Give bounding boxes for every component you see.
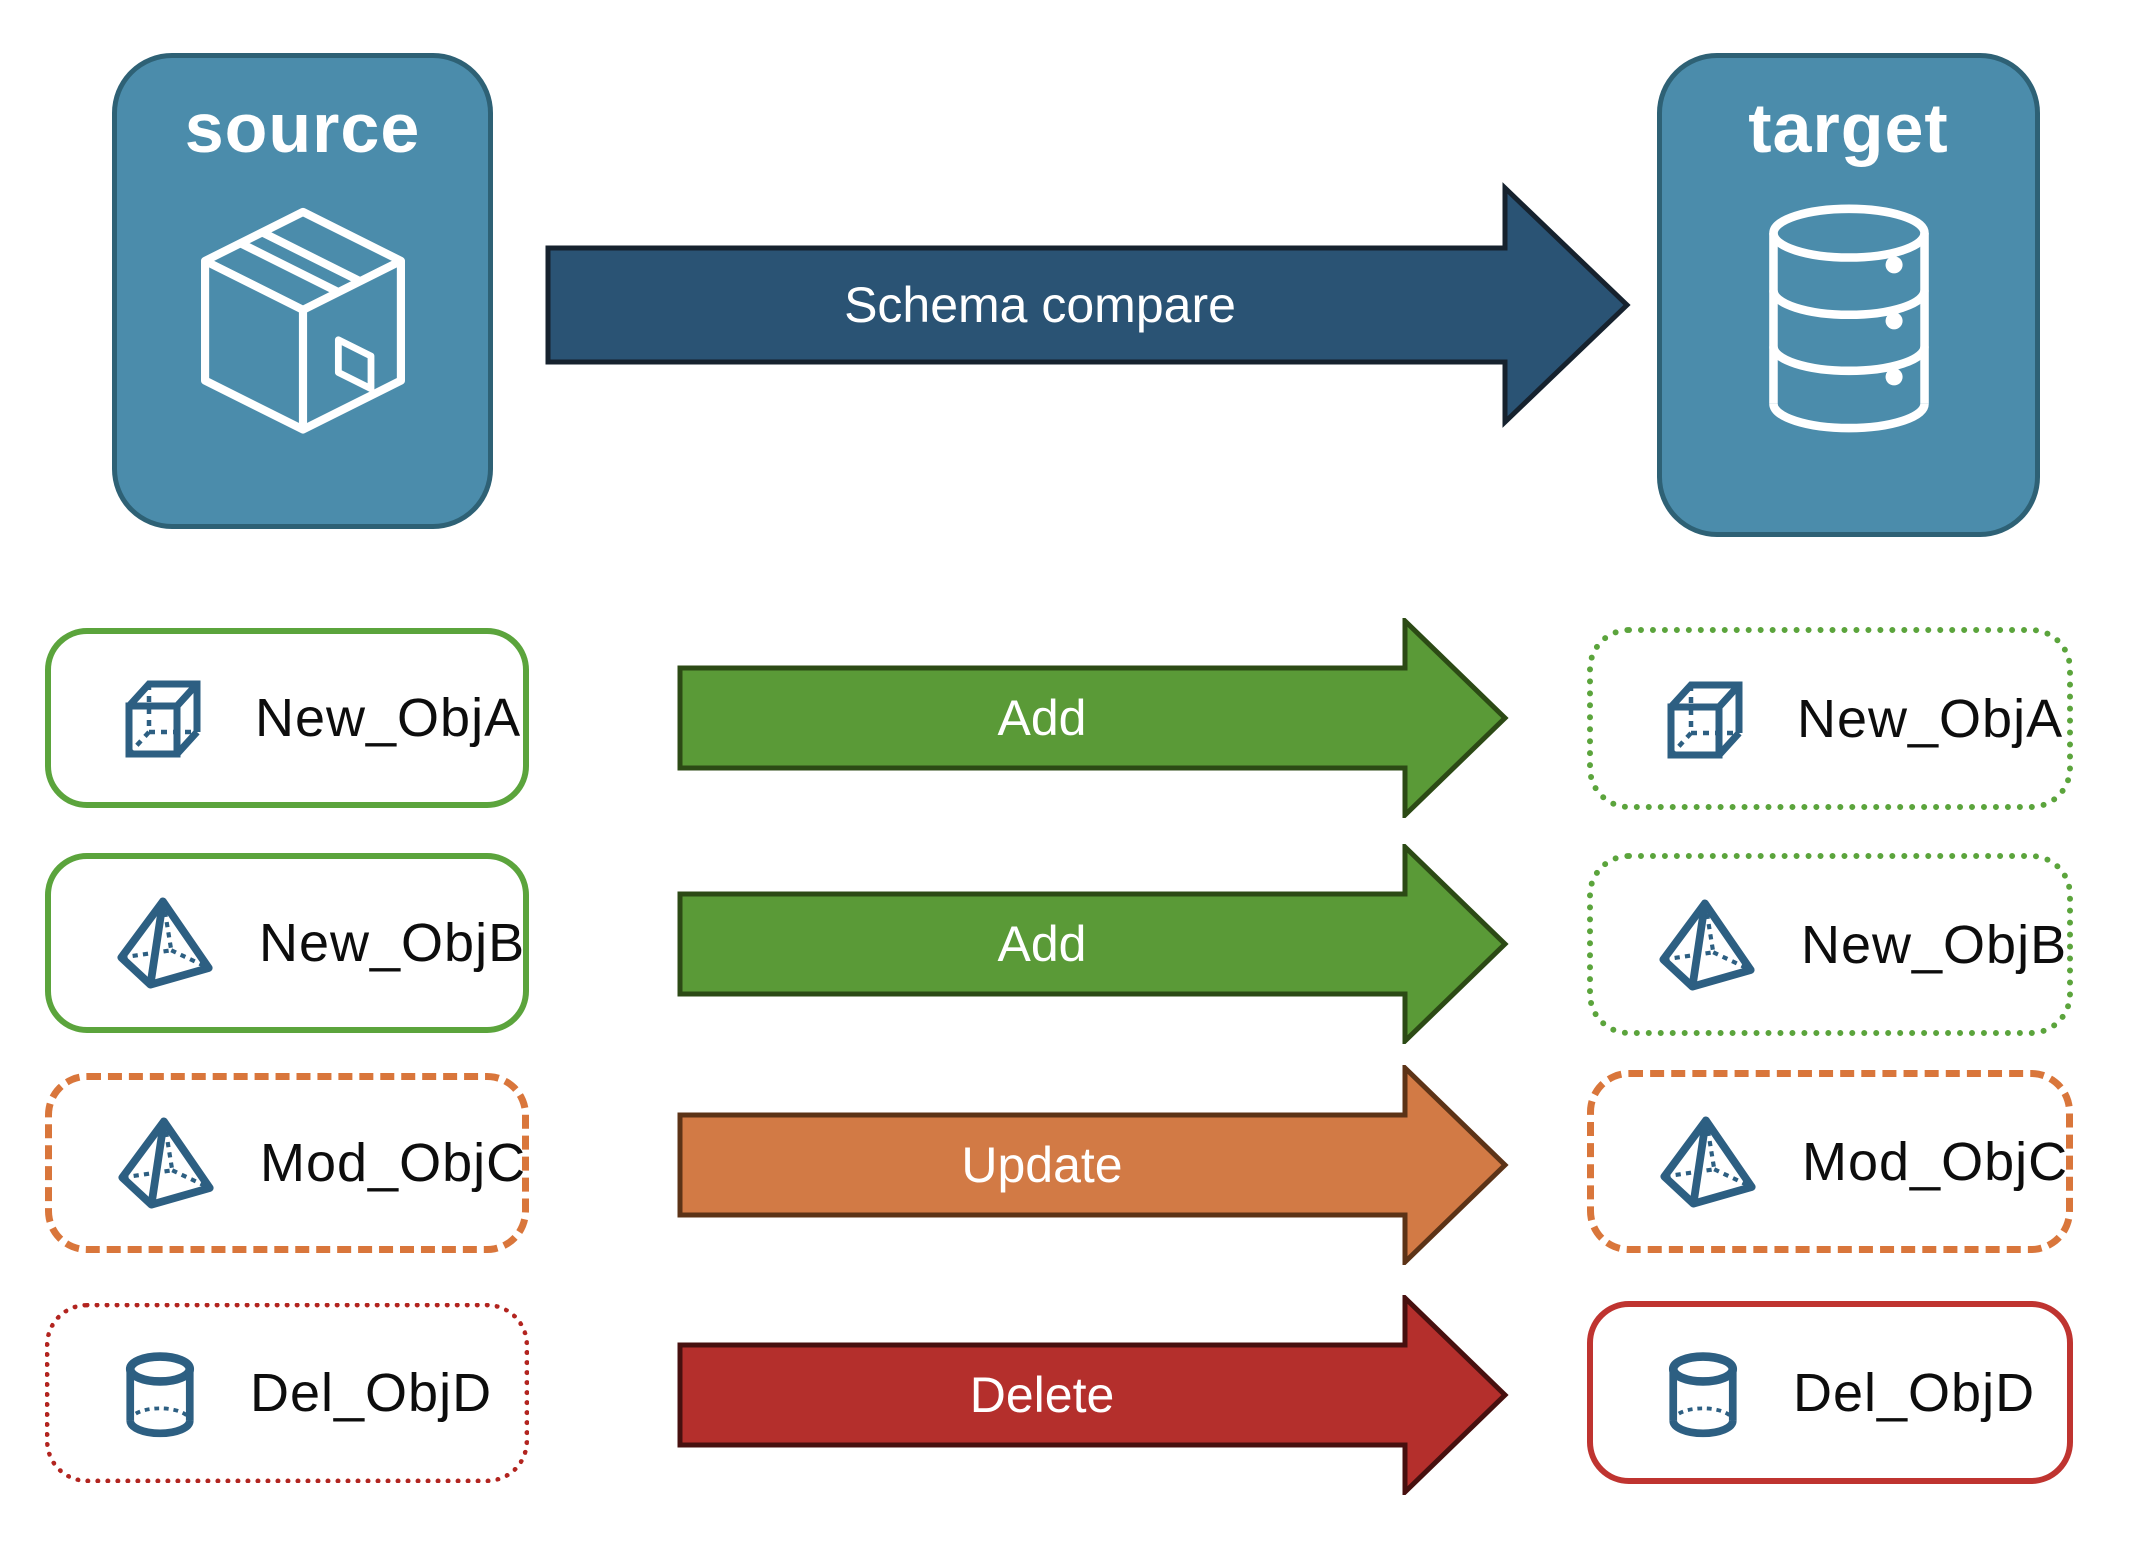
pyramid-icon [113, 891, 217, 995]
target-title: target [1748, 89, 1949, 167]
schema-arrow-label: Schema compare [844, 277, 1236, 333]
item-label: New_ObjA [255, 688, 522, 748]
target-item-new-objb: New_ObjB [1587, 853, 2073, 1036]
update-arrow: Update [677, 1065, 1509, 1265]
source-node: source [112, 53, 493, 529]
schema-compare-arrow: Schema compare [545, 182, 1631, 428]
item-label: New_ObjB [1801, 914, 2068, 975]
target-node: target [1657, 53, 2040, 537]
source-item-del-objd: Del_ObjD [45, 1303, 529, 1483]
delete-arrow: Delete [677, 1295, 1509, 1495]
source-item-mod-objc: Mod_ObjC [45, 1073, 529, 1253]
package-icon [200, 207, 405, 434]
cube-icon [113, 668, 213, 768]
item-label: Del_ObjD [250, 1363, 493, 1423]
update-arrow-label: Update [961, 1137, 1122, 1193]
source-item-new-objb: New_ObjB [45, 853, 529, 1033]
item-label: Mod_ObjC [260, 1133, 527, 1193]
add-arrow-label: Add [998, 916, 1087, 972]
item-label: Del_ObjD [1793, 1362, 2036, 1423]
target-item-mod-objc: Mod_ObjC [1587, 1070, 2073, 1253]
target-item-del-objd: Del_ObjD [1587, 1301, 2073, 1484]
pyramid-icon [1656, 1110, 1760, 1214]
add-arrow: Add [677, 844, 1509, 1044]
source-item-new-obja: New_ObjA [45, 628, 529, 808]
item-label: New_ObjB [259, 913, 526, 973]
pyramid-icon [1655, 893, 1759, 997]
item-label: New_ObjA [1797, 688, 2064, 749]
add-arrow-label: Add [998, 690, 1087, 746]
item-label: Mod_ObjC [1802, 1131, 2069, 1192]
pyramid-icon [114, 1111, 218, 1215]
source-title: source [184, 89, 421, 167]
database-icon [1768, 204, 1929, 433]
cylinder-icon [112, 1343, 208, 1443]
cube-icon [1655, 669, 1755, 769]
target-item-new-obja: New_ObjA [1587, 627, 2073, 810]
add-arrow: Add [677, 618, 1509, 818]
cylinder-icon [1655, 1343, 1751, 1443]
delete-arrow-label: Delete [970, 1367, 1115, 1423]
